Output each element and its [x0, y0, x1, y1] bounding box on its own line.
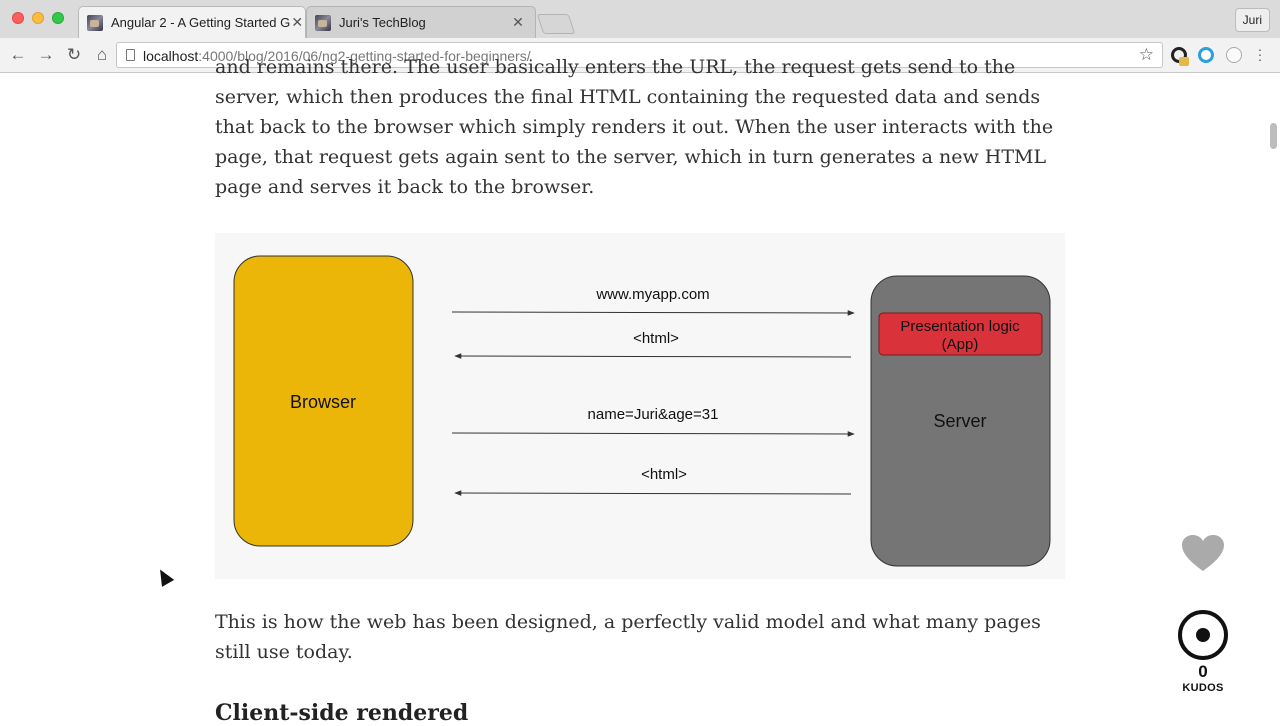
article-paragraph: and remains there. The user basically en…	[215, 56, 1054, 198]
kudos-button[interactable]	[1178, 610, 1228, 660]
tab-title: Juri's TechBlog	[339, 15, 426, 30]
app-label-line2: (App)	[942, 336, 979, 353]
request-label-1: www.myapp.com	[595, 286, 709, 303]
close-icon[interactable]: ✕	[291, 14, 304, 30]
mouse-cursor-icon	[154, 566, 175, 587]
scrollbar-thumb[interactable]	[1270, 123, 1277, 149]
site-favicon-icon	[315, 14, 331, 31]
kudos-count: 0	[1198, 662, 1208, 681]
diagram-svg: Browser Presentation logic (App) Server …	[233, 255, 1051, 567]
browser-label: Browser	[290, 392, 356, 412]
maximize-window-button[interactable]	[52, 12, 64, 24]
server-label: Server	[933, 411, 986, 431]
page-info-icon[interactable]	[126, 49, 135, 61]
back-arrow-icon[interactable]: ←	[9, 45, 27, 64]
request-arrow-1	[451, 310, 855, 316]
request-label-2: name=Juri&age=31	[588, 406, 719, 423]
response-label-2: <html>	[641, 466, 687, 483]
tab-angular-article[interactable]: Angular 2 - A Getting Started G ✕	[78, 6, 306, 38]
browser-toolbar: ← → ↻ ⌂ localhost:4000/blog/2016/06/ng2-…	[0, 38, 1280, 73]
reload-icon[interactable]: ↻	[66, 45, 82, 64]
response-arrow-1	[454, 353, 852, 359]
response-arrow-2	[454, 490, 852, 496]
app-label-line1: Presentation logic	[900, 318, 1020, 335]
minimize-window-button[interactable]	[32, 12, 44, 24]
profile-button[interactable]: Juri	[1234, 8, 1270, 32]
section-heading: Client-side rendered	[215, 700, 469, 726]
bookmark-star-icon[interactable]: ☆	[1138, 45, 1154, 64]
tab-techblog[interactable]: Juri's TechBlog ✕	[306, 6, 536, 38]
extension-icon[interactable]	[1226, 47, 1242, 63]
home-icon[interactable]: ⌂	[96, 45, 108, 64]
response-label-1: <html>	[633, 330, 679, 347]
kudos-dot-icon	[1196, 628, 1210, 642]
request-arrow-2	[451, 431, 855, 437]
app-box	[878, 312, 1043, 356]
heart-icon[interactable]	[1182, 535, 1224, 573]
kudos-label: KUDOS	[1182, 682, 1224, 694]
browser-box	[233, 255, 414, 547]
extension-icon[interactable]	[1198, 47, 1214, 63]
new-tab-button[interactable]	[536, 14, 576, 34]
extension-badge-icon	[1179, 57, 1189, 66]
address-bar[interactable]: localhost:4000/blog/2016/06/ng2-getting-…	[116, 42, 1163, 68]
site-favicon-icon	[87, 14, 103, 31]
menu-icon[interactable]: ···	[1257, 41, 1263, 67]
server-side-rendering-diagram: Browser Presentation logic (App) Server …	[215, 233, 1065, 579]
close-icon[interactable]: ✕	[512, 14, 524, 30]
url-text[interactable]: localhost:4000/blog/2016/06/ng2-getting-…	[143, 48, 531, 64]
article-paragraph: This is how the web has been designed, a…	[215, 611, 1041, 663]
page-content: and remains there. The user basically en…	[0, 56, 1280, 726]
tab-title: Angular 2 - A Getting Started G	[111, 15, 291, 30]
close-window-button[interactable]	[12, 12, 24, 24]
tab-strip: Angular 2 - A Getting Started G ✕ Juri's…	[0, 0, 1280, 38]
forward-arrow-icon[interactable]: →	[37, 45, 55, 64]
